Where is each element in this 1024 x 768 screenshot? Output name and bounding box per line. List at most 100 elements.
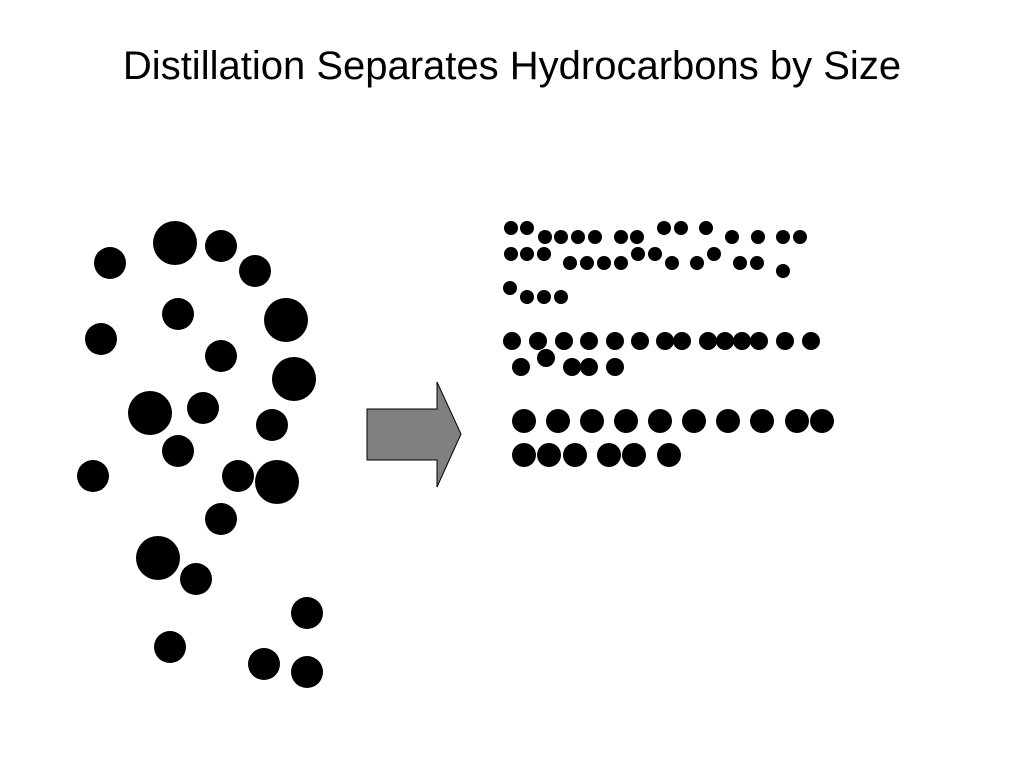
molecule bbox=[802, 332, 820, 350]
molecule bbox=[504, 221, 518, 235]
molecule bbox=[733, 332, 751, 350]
molecule bbox=[512, 443, 536, 467]
molecule bbox=[563, 256, 577, 270]
molecule bbox=[614, 409, 638, 433]
molecule bbox=[520, 221, 534, 235]
molecule bbox=[631, 247, 645, 261]
molecule bbox=[606, 358, 624, 376]
molecule bbox=[751, 230, 765, 244]
molecule bbox=[554, 290, 568, 304]
molecule bbox=[785, 409, 809, 433]
molecule bbox=[776, 264, 790, 278]
molecule bbox=[154, 631, 186, 663]
molecule bbox=[657, 443, 681, 467]
molecule bbox=[85, 323, 117, 355]
molecule bbox=[588, 230, 602, 244]
molecule bbox=[580, 409, 604, 433]
molecule bbox=[512, 409, 536, 433]
molecule bbox=[793, 230, 807, 244]
molecule bbox=[776, 332, 794, 350]
molecule bbox=[77, 460, 109, 492]
molecule bbox=[580, 358, 598, 376]
molecule bbox=[597, 256, 611, 270]
molecule bbox=[255, 460, 299, 504]
molecule bbox=[239, 255, 271, 287]
molecule bbox=[503, 332, 521, 350]
molecule bbox=[153, 221, 197, 265]
molecule bbox=[537, 349, 555, 367]
molecule bbox=[537, 443, 561, 467]
molecule bbox=[222, 460, 254, 492]
molecule bbox=[614, 230, 628, 244]
molecule bbox=[699, 221, 713, 235]
molecule bbox=[128, 391, 172, 435]
right-arrow-icon bbox=[366, 381, 462, 488]
molecule bbox=[648, 247, 662, 261]
molecule bbox=[529, 332, 547, 350]
molecule bbox=[563, 443, 587, 467]
molecule bbox=[580, 256, 594, 270]
molecule bbox=[187, 392, 219, 424]
molecule bbox=[205, 230, 237, 262]
molecule bbox=[716, 332, 734, 350]
molecule bbox=[707, 247, 721, 261]
molecule bbox=[674, 221, 688, 235]
molecule bbox=[665, 256, 679, 270]
molecule bbox=[673, 332, 691, 350]
medium-molecule-fraction bbox=[503, 332, 820, 376]
molecule bbox=[725, 230, 739, 244]
molecule bbox=[162, 298, 194, 330]
molecule bbox=[563, 358, 581, 376]
molecule bbox=[555, 332, 573, 350]
molecule bbox=[656, 332, 674, 350]
molecule bbox=[205, 340, 237, 372]
small-molecule-fraction bbox=[503, 221, 807, 304]
molecule bbox=[631, 332, 649, 350]
molecule bbox=[538, 230, 552, 244]
molecule bbox=[504, 247, 518, 261]
molecule bbox=[554, 230, 568, 244]
molecule bbox=[699, 332, 717, 350]
molecule bbox=[648, 409, 672, 433]
molecule bbox=[291, 656, 323, 688]
molecule bbox=[750, 256, 764, 270]
molecule bbox=[750, 332, 768, 350]
molecule bbox=[180, 563, 212, 595]
molecule bbox=[606, 332, 624, 350]
molecule bbox=[264, 298, 308, 342]
molecule bbox=[537, 247, 551, 261]
molecule bbox=[597, 443, 621, 467]
molecule bbox=[630, 230, 644, 244]
molecule bbox=[690, 256, 704, 270]
molecule bbox=[657, 221, 671, 235]
molecule bbox=[162, 435, 194, 467]
molecule bbox=[136, 536, 180, 580]
molecule bbox=[503, 281, 517, 295]
molecule bbox=[810, 409, 834, 433]
molecule bbox=[733, 256, 747, 270]
molecule bbox=[776, 230, 790, 244]
molecule bbox=[571, 230, 585, 244]
slide-title: Distillation Separates Hydrocarbons by S… bbox=[122, 44, 902, 88]
molecule bbox=[291, 597, 323, 629]
molecule bbox=[537, 290, 551, 304]
molecule bbox=[750, 409, 774, 433]
molecule bbox=[94, 247, 126, 279]
molecule bbox=[520, 247, 534, 261]
unsorted-mixture bbox=[77, 221, 323, 688]
molecule bbox=[512, 358, 530, 376]
molecule bbox=[580, 332, 598, 350]
molecule bbox=[716, 409, 740, 433]
molecule bbox=[272, 357, 316, 401]
large-molecule-fraction bbox=[512, 409, 834, 467]
molecule bbox=[546, 409, 570, 433]
molecule bbox=[205, 503, 237, 535]
molecule bbox=[248, 648, 280, 680]
molecule bbox=[622, 443, 646, 467]
molecule bbox=[682, 409, 706, 433]
molecule bbox=[614, 256, 628, 270]
molecule bbox=[256, 409, 288, 441]
molecule bbox=[520, 290, 534, 304]
